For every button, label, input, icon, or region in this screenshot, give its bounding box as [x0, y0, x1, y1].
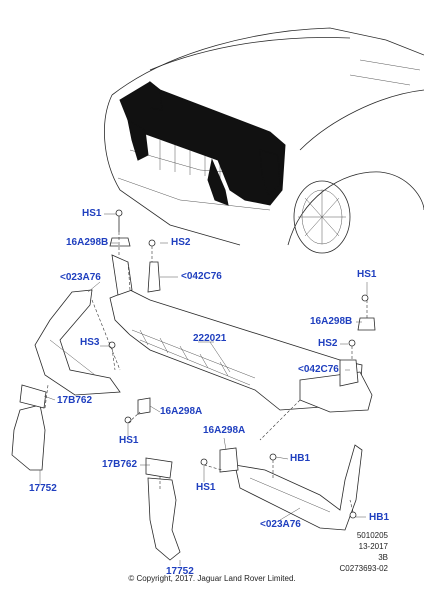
reference-line-2: 13-2017: [358, 542, 388, 551]
callout-hs3[interactable]: HS3: [80, 337, 100, 348]
leader-lines: [39, 213, 368, 566]
callout-hb1-mid[interactable]: HB1: [290, 453, 311, 464]
callout-222021[interactable]: 222021: [193, 333, 227, 344]
callout-042c76-left[interactable]: <042C76: [181, 271, 222, 282]
callout-16a298a-low[interactable]: 16A298A: [203, 425, 246, 436]
callout-hs1-right[interactable]: HS1: [357, 269, 377, 280]
callout-023a76-left[interactable]: <023A76: [60, 272, 101, 283]
left-support-17752: [11, 384, 47, 471]
lower-support-17752: [145, 457, 181, 561]
reference-line-4: C0273693-02: [339, 564, 388, 573]
vehicle-front-illustration: [104, 27, 424, 254]
callout-hs2-right[interactable]: HS2: [318, 338, 338, 349]
left-bracket: [34, 289, 121, 396]
right-bracket: [234, 444, 363, 531]
callout-hs1-low[interactable]: HS1: [196, 482, 216, 493]
reference-line-3: 3B: [378, 553, 388, 562]
copyright-notice: © Copyright, 2017. Jaguar Land Rover Lim…: [128, 574, 296, 583]
callout-17b762-low[interactable]: 17B762: [102, 459, 138, 470]
callout-023a76-low[interactable]: <023A76: [260, 519, 301, 530]
callout-16a298b-left[interactable]: 16A298B: [66, 237, 109, 248]
callout-hs1-top[interactable]: HS1: [82, 208, 102, 219]
callout-042c76-right[interactable]: <042C76: [298, 364, 339, 375]
assembly-dashed-lines: [44, 232, 368, 513]
callout-17752-low[interactable]: 17752: [166, 566, 194, 577]
callout-17752-left[interactable]: 17752: [29, 483, 57, 494]
callout-hs1-mid[interactable]: HS1: [119, 435, 139, 446]
callout-16a298b-right[interactable]: 16A298B: [310, 316, 353, 327]
callout-hs2-left[interactable]: HS2: [171, 237, 191, 248]
reference-line-1: 5010205: [356, 531, 388, 540]
callout-16a298a-mid[interactable]: 16A298A: [160, 406, 203, 417]
callout-hb1-low[interactable]: HB1: [369, 512, 390, 523]
callout-17b762-left[interactable]: 17B762: [57, 395, 93, 406]
fasteners: [108, 209, 376, 519]
